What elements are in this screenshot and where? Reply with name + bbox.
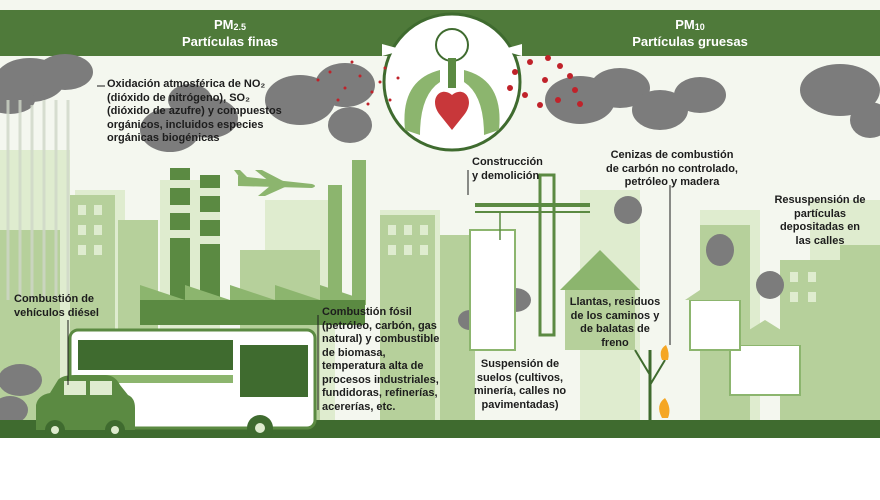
label-llantas-line: Llantas, residuos — [569, 296, 661, 308]
label-oxidacion-line: (dióxido de azufre) y compuestos — [107, 105, 282, 117]
label-suelos-line: Suspensión de — [480, 358, 560, 370]
label-suelos-line: suelos (cultivos, — [476, 371, 564, 384]
label-combustion-fosil: Combustión fósil (petróleo, carbón, gas … — [322, 306, 439, 414]
pm25-subscript: 2.5 — [233, 22, 246, 32]
label-vehiculos-line: vehículos diésel — [14, 306, 99, 319]
pm10-label: Partículas gruesas — [632, 34, 748, 49]
building-windows — [78, 205, 816, 302]
label-suelos: Suspensión de suelos (cultivos, minería,… — [468, 358, 572, 412]
pm10-particles — [507, 55, 583, 108]
label-cenizas-line: petróleo y madera — [624, 176, 720, 188]
footer-background — [0, 438, 880, 495]
car-icon — [36, 375, 135, 440]
airplane-icon — [234, 170, 315, 196]
factory — [140, 160, 366, 325]
burning-trees — [634, 345, 670, 420]
inhalation-arrows — [382, 44, 522, 56]
pm10-symbol: PM — [675, 17, 695, 32]
label-fosil-line: procesos industriales, — [322, 373, 439, 386]
construction-crane — [469, 173, 590, 351]
label-vehiculos-line: Combustión de — [14, 293, 95, 305]
label-construccion: Construcción y demolición — [472, 156, 543, 183]
label-fosil-line: fundidoras, refinerías, — [322, 387, 438, 399]
label-resuspension-line: depositadas en — [779, 221, 861, 233]
smoke-clouds — [0, 54, 880, 424]
label-suelos-line: pavimentadas) — [481, 398, 559, 411]
label-oxidacion: Oxidación atmosférica de NO₂ (dióxido de… — [107, 78, 282, 146]
label-fosil-line: de biomasa, — [322, 346, 386, 359]
lungs-icon — [382, 12, 522, 152]
pm25-heading: PM2.5 Partículas finas — [170, 17, 290, 50]
label-suelos-line: minería, calles no — [473, 385, 567, 397]
pm25-label: Partículas finas — [181, 34, 279, 49]
label-fosil-line: temperatura alta de — [322, 360, 424, 372]
label-fosil-line: acererías, etc. — [322, 400, 396, 413]
label-resuspension-line: Resuspensión de — [774, 194, 866, 206]
label-llantas-line: de los caminos y — [570, 309, 660, 322]
label-construccion-line: y demolición — [472, 169, 540, 182]
label-oxidacion-line: (dióxido de nitrógeno), SO₂ — [107, 91, 250, 104]
houses — [560, 250, 805, 396]
label-resuspension-line: las calles — [795, 234, 845, 247]
label-fosil-line: natural) y combustible — [322, 333, 440, 345]
pm25-particles — [316, 60, 400, 106]
label-construccion-line: Construcción — [472, 156, 543, 168]
label-llantas-line: de balatas de — [580, 323, 650, 335]
pm25-symbol: PM — [213, 17, 234, 32]
rain-streaks — [6, 100, 70, 300]
label-cenizas-line: Cenizas de combustión — [610, 149, 734, 161]
label-fosil-line: Combustión fósil — [322, 306, 412, 318]
label-llantas: Llantas, residuos de los caminos y de ba… — [560, 296, 670, 350]
label-resuspension: Resuspensión de partículas depositadas e… — [768, 194, 872, 248]
pm10-subscript: 10 — [694, 22, 705, 32]
label-cenizas-line: de carbón no controlado, — [605, 162, 738, 175]
pm10-heading: PM10 Partículas gruesas — [615, 17, 765, 50]
label-oxidacion-line: Oxidación atmosférica de NO₂ — [107, 78, 266, 90]
label-vehiculos: Combustión de vehículos diésel — [14, 293, 99, 320]
label-llantas-line: freno — [601, 336, 629, 349]
label-resuspension-line: partículas — [794, 207, 846, 220]
leader-lines — [67, 85, 671, 410]
label-fosil-line: (petróleo, carbón, gas — [322, 319, 437, 332]
label-cenizas: Cenizas de combustión de carbón no contr… — [598, 149, 746, 190]
label-oxidacion-line: orgánicos, incluidos especies — [107, 118, 264, 131]
label-oxidacion-line: orgánicas biogénicas — [107, 132, 220, 144]
